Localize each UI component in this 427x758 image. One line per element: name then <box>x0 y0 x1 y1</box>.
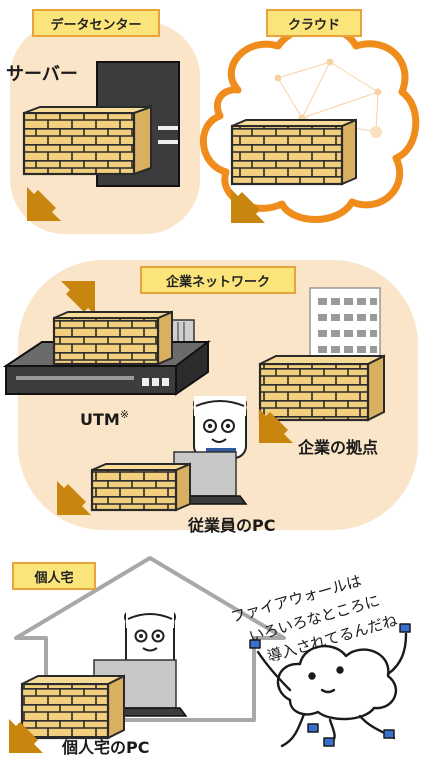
home-section <box>9 556 286 753</box>
tag-home: 個人宅 <box>12 562 96 590</box>
utm-label-text: UTM <box>80 410 120 429</box>
corporate-section <box>2 260 418 530</box>
branch-label: 企業の拠点 <box>298 438 379 457</box>
employee-pc-label: 従業員のPC <box>188 516 276 535</box>
cloud-section <box>200 23 420 223</box>
bear-character-icon <box>193 396 247 459</box>
firewall-brick-wall-icon <box>20 674 125 740</box>
tag-corporate: 企業ネットワーク <box>140 266 296 294</box>
tag-datacenter: データセンター <box>32 9 160 37</box>
home-pc-label: 個人宅のPC <box>62 738 150 757</box>
network-graph <box>274 58 382 138</box>
bear-character-icon <box>124 610 176 671</box>
utm-label: UTM※ <box>80 408 130 429</box>
firewall-brick-wall-icon <box>258 354 385 422</box>
tag-cloud: クラウド <box>266 9 362 37</box>
firewall-brick-wall-icon <box>90 462 191 512</box>
firewall-brick-wall-icon <box>52 310 173 366</box>
server-label: サーバー <box>6 64 78 85</box>
mascot-icon <box>249 623 411 748</box>
utm-footnote-mark: ※ <box>119 408 130 421</box>
datacenter-section <box>10 22 200 234</box>
firewall-brick-wall-icon <box>230 118 357 186</box>
firewall-brick-wall-icon <box>22 104 152 176</box>
